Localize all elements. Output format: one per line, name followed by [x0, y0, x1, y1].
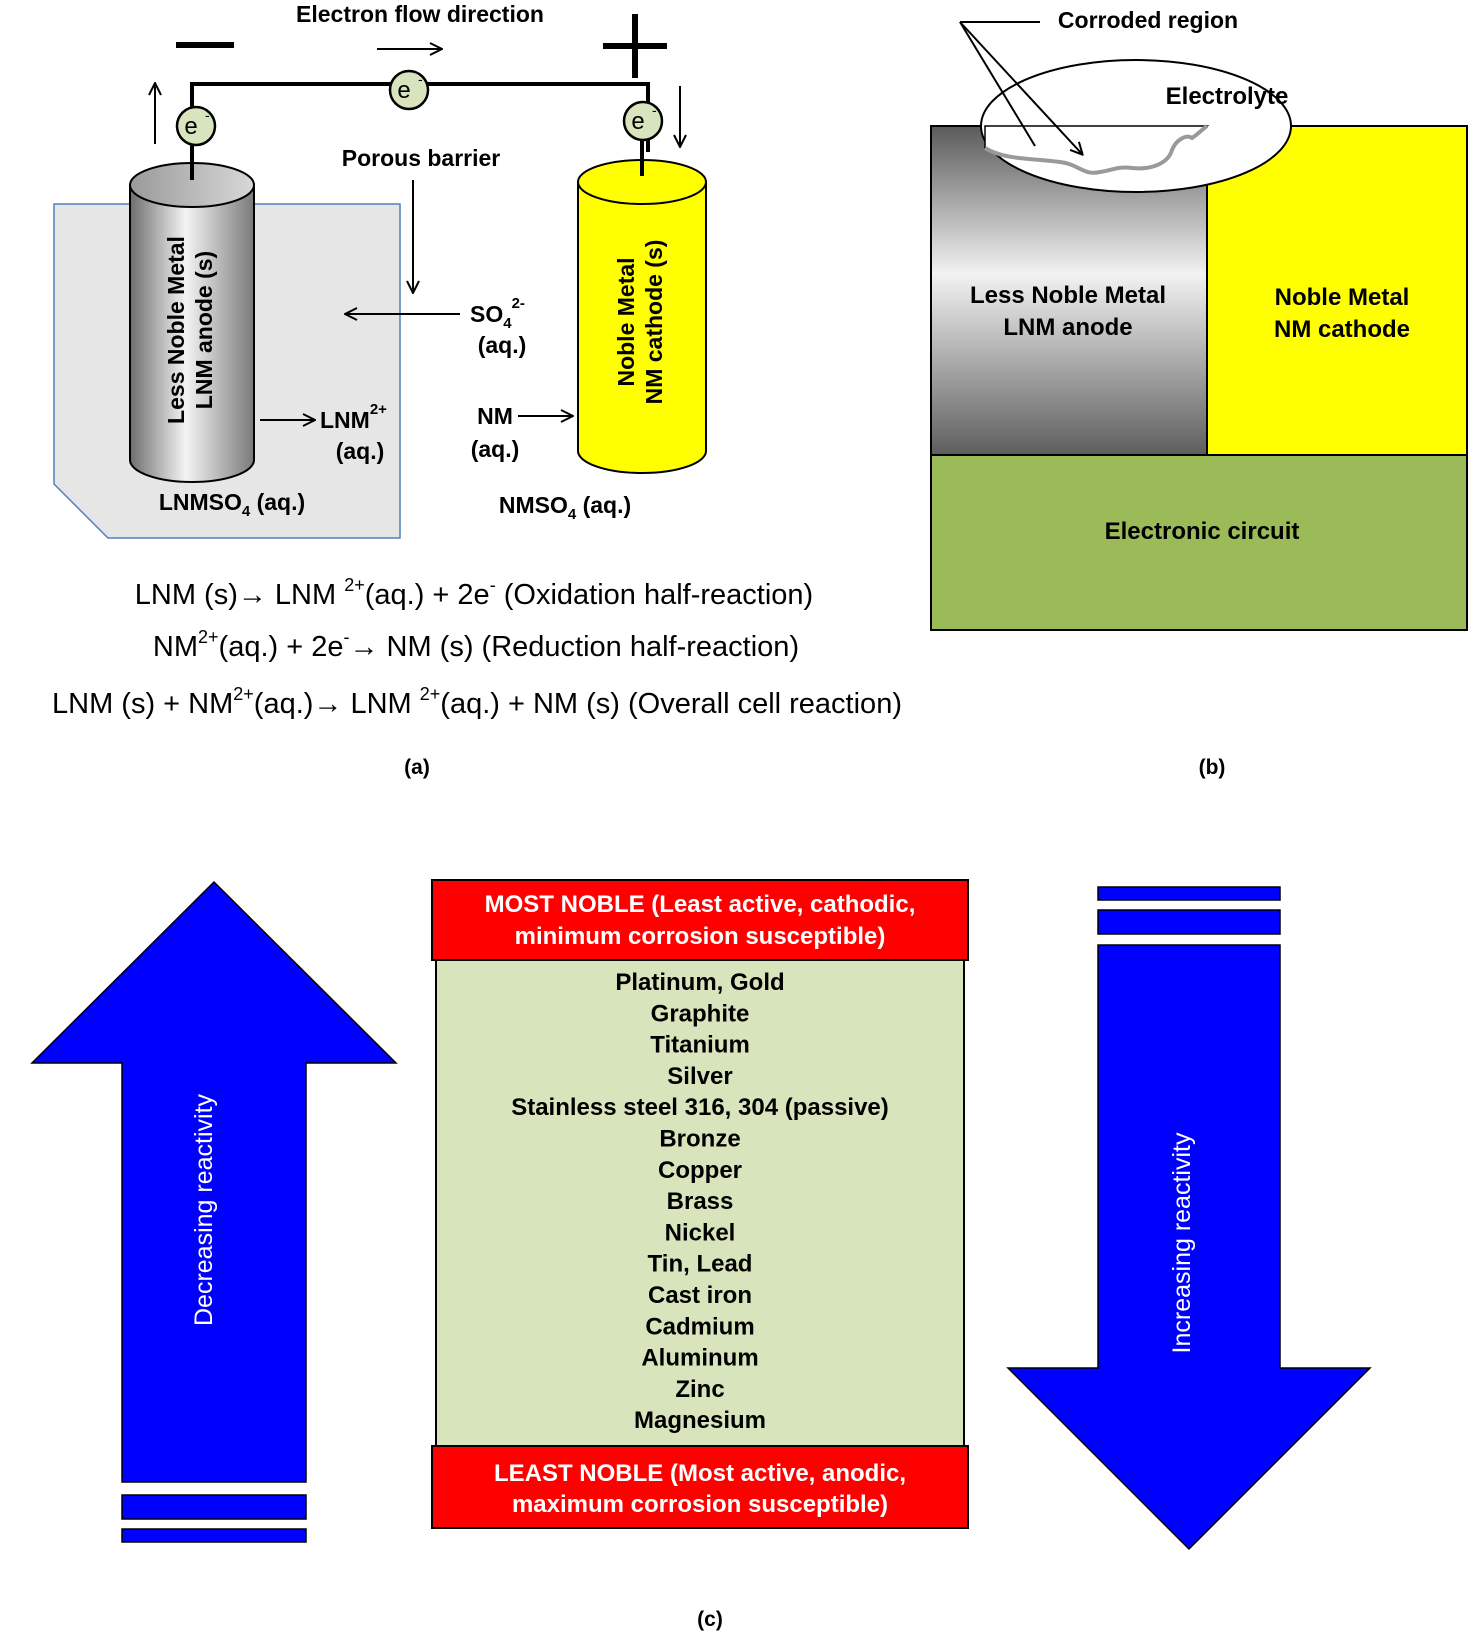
svg-text:-: - [418, 71, 423, 87]
metal-list-item: Cadmium [645, 1313, 754, 1340]
lnm-solution-label: LNMSO4 (aq.) [159, 489, 305, 520]
svg-text:NM: NM [477, 403, 513, 429]
panel-a: Less Noble Metal LNM anode (s) Noble Met… [52, 1, 902, 779]
anode-cylinder: Less Noble Metal LNM anode (s) [129, 162, 255, 483]
anode-block-label-line2: LNM anode [1003, 314, 1132, 341]
svg-text:e: e [631, 108, 644, 135]
electron-icon: e - [622, 100, 664, 142]
metal-list-item: Aluminum [641, 1345, 758, 1372]
electronic-circuit-block [930, 454, 1468, 631]
anode-label-line1: Less Noble Metal [163, 236, 189, 424]
metal-list-item: Bronze [659, 1126, 740, 1153]
svg-text:(aq.): (aq.) [471, 436, 520, 462]
oxidation-equation: LNM (s)→ LNM 2+(aq.) + 2e- (Oxidation ha… [135, 575, 813, 611]
svg-text:-: - [205, 107, 210, 123]
lnm-ion-label: LNM2+ (aq.) [320, 401, 387, 464]
nm-solution-label: NMSO4 (aq.) [499, 492, 631, 523]
panel-c-caption: (c) [697, 1608, 723, 1631]
svg-text:-: - [652, 102, 657, 118]
panel-a-caption: (a) [404, 756, 430, 779]
electronic-circuit-label: Electronic circuit [1105, 518, 1300, 545]
anode-label-line2: LNM anode (s) [191, 251, 217, 409]
corroded-region-label: Corroded region [1058, 7, 1238, 33]
porous-barrier-label: Porous barrier [342, 145, 501, 171]
metal-list-item: Nickel [665, 1219, 736, 1246]
positive-terminal-sign [603, 14, 667, 78]
svg-text:LNM2+: LNM2+ [320, 401, 387, 433]
galvanic-series-box [435, 957, 965, 1447]
decreasing-reactivity-arrow: Decreasing reactivity [30, 880, 398, 1543]
panel-b: Corroded region Electrolyte Less Noble M… [930, 7, 1468, 779]
most-noble-line1: MOST NOBLE (Least active, cathodic, [485, 891, 916, 918]
corroded-leader-2 [959, 21, 1036, 147]
cathode-block-label-line2: NM cathode [1274, 316, 1410, 343]
metal-list-item: Cast iron [648, 1282, 752, 1309]
svg-text:(aq.): (aq.) [478, 332, 527, 358]
decreasing-reactivity-label: Decreasing reactivity [190, 1093, 218, 1326]
reduction-equation: NM2+(aq.) + 2e-→ NM (s) (Reduction half-… [153, 627, 799, 663]
metal-list-item: Zinc [675, 1376, 724, 1403]
cathode-cylinder: Noble Metal NM cathode (s) [577, 159, 707, 474]
electrolyte-label: Electrolyte [1166, 83, 1289, 110]
metal-list-item: Tin, Lead [648, 1251, 753, 1278]
panel-b-caption: (b) [1199, 756, 1226, 779]
cathode-label-line2: NM cathode (s) [641, 240, 667, 405]
nm-ion-label: NM (aq.) [471, 403, 520, 462]
sulfate-ion-label: SO42- (aq.) [470, 295, 526, 358]
electron-icon: e - [175, 105, 217, 147]
overall-cell-equation: LNM (s) + NM2+(aq.)→ LNM 2+(aq.) + NM (s… [52, 684, 902, 720]
metal-list: Platinum, GoldGraphiteTitaniumSilverStai… [511, 969, 889, 1434]
cathode-label-line1: Noble Metal [613, 257, 639, 386]
svg-text:e: e [184, 113, 197, 140]
increasing-reactivity-arrow: Increasing reactivity [1006, 886, 1372, 1551]
least-noble-line1: LEAST NOBLE (Most active, anodic, [494, 1460, 906, 1487]
svg-text:(aq.): (aq.) [336, 438, 385, 464]
corroded-surface-edge [983, 124, 1209, 175]
electron-flow-label: Electron flow direction [296, 1, 544, 27]
least-noble-line2: maximum corrosion susceptible) [512, 1491, 888, 1518]
metal-list-item: Copper [658, 1157, 742, 1184]
metal-list-item: Magnesium [634, 1407, 766, 1434]
negative-terminal-sign [176, 42, 234, 48]
metal-list-item: Titanium [650, 1032, 750, 1059]
anode-block-label-line1: Less Noble Metal [970, 282, 1166, 309]
increasing-reactivity-label: Increasing reactivity [1168, 1132, 1196, 1353]
metal-list-item: Platinum, Gold [615, 969, 784, 996]
svg-text:SO42-: SO42- [470, 295, 525, 332]
cathode-block-label-line1: Noble Metal [1275, 284, 1410, 311]
corroded-arrow [959, 21, 1082, 154]
most-noble-line2: minimum corrosion susceptible) [515, 923, 886, 950]
metal-list-item: Brass [667, 1188, 734, 1215]
most-noble-box [431, 879, 969, 961]
metal-list-item: Silver [667, 1063, 732, 1090]
panel-c: Decreasing reactivity Increasing reactiv… [30, 879, 1372, 1631]
electron-icon: e - [388, 69, 430, 111]
svg-text:e: e [397, 77, 410, 104]
metal-list-item: Graphite [651, 1000, 750, 1027]
metal-list-item: Stainless steel 316, 304 (passive) [511, 1094, 889, 1121]
least-noble-box [431, 1445, 969, 1529]
